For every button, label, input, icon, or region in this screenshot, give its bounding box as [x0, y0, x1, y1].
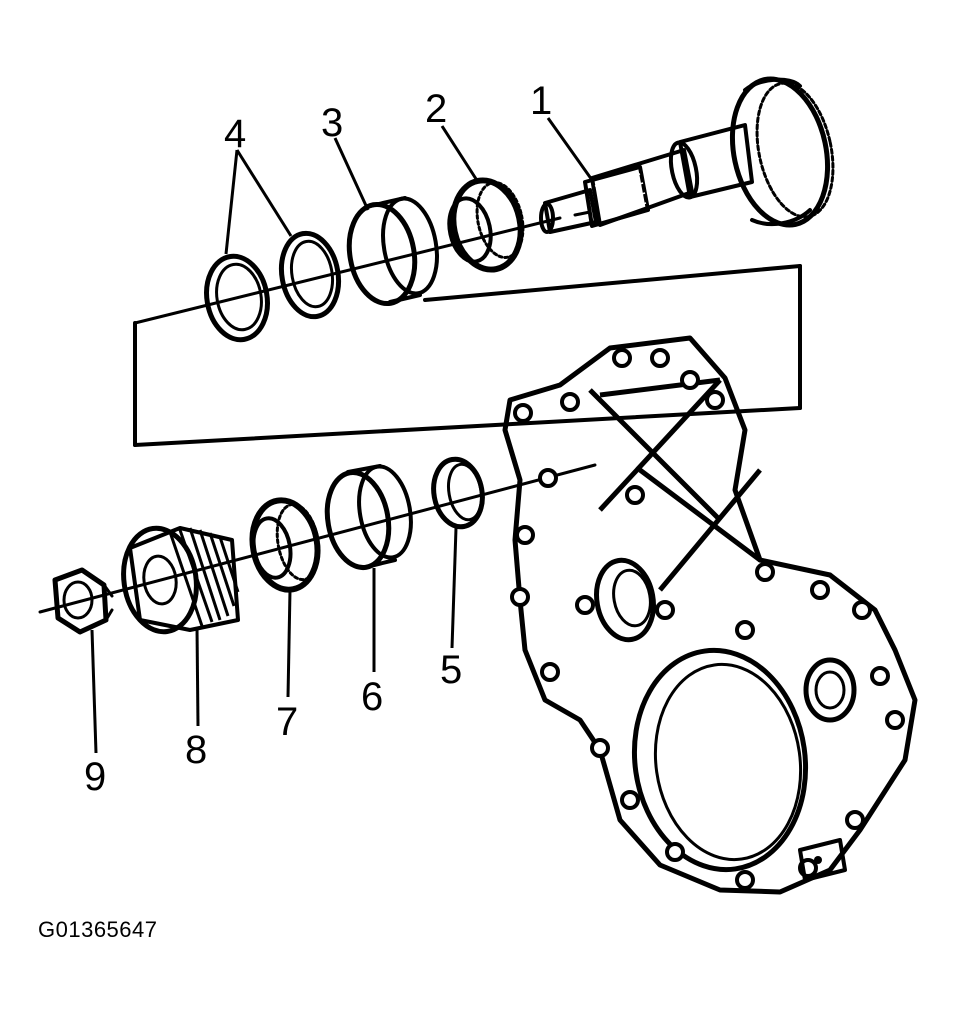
callout-4: 4 — [224, 112, 246, 156]
bearing-cone-lower — [249, 497, 321, 593]
callout-labels: 1 2 3 4 5 6 7 8 9 — [84, 79, 552, 799]
assembly-bracket — [133, 264, 802, 447]
callout-9: 9 — [84, 755, 106, 799]
callout-7: 7 — [276, 700, 298, 744]
snap-ring-pair — [204, 230, 342, 343]
bearing-cone-upper — [447, 177, 525, 273]
hex-nut — [52, 567, 114, 635]
helical-gear — [121, 525, 240, 635]
output-shaft-with-gear — [539, 76, 835, 234]
transfer-case-housing — [502, 335, 918, 895]
callout-3: 3 — [321, 101, 343, 145]
leader-lines — [90, 117, 594, 754]
callout-1: 1 — [530, 79, 552, 123]
callout-6: 6 — [361, 675, 383, 719]
figure-id: G01365647 — [38, 917, 158, 942]
callout-5: 5 — [440, 648, 462, 692]
spacer-ring — [431, 456, 485, 530]
bearing-cup-lower — [324, 464, 413, 571]
callout-8: 8 — [185, 728, 207, 772]
bearing-cup-upper — [346, 196, 439, 307]
callout-2: 2 — [425, 87, 447, 131]
